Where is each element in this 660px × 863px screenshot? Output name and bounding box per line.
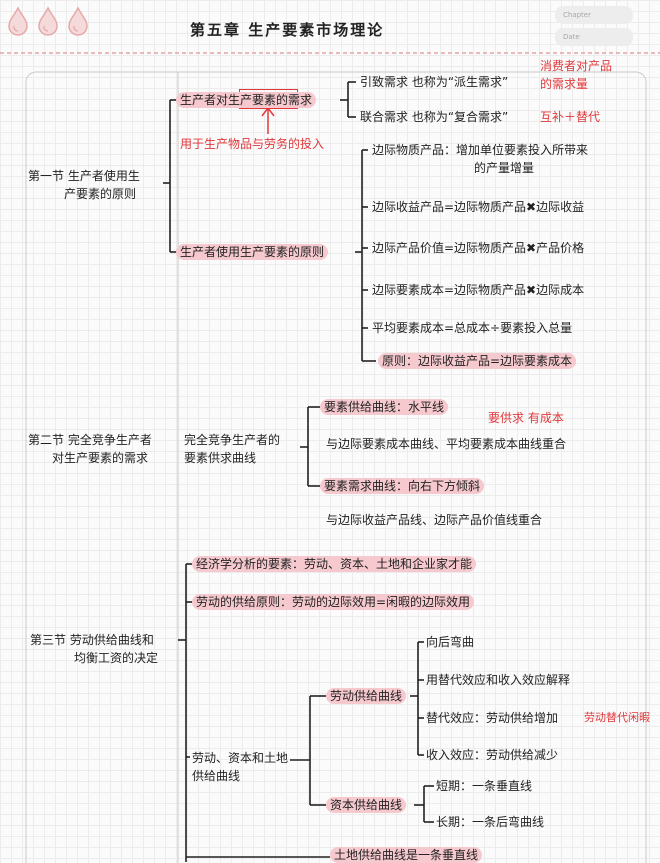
drop-icon xyxy=(38,6,58,36)
node-backward: 向后弯曲 xyxy=(426,635,475,649)
node-usage-principle: 生产者使用生产要素的原则 xyxy=(176,244,329,260)
node-mpp-line2: 的产量增量 xyxy=(474,161,535,175)
note-joint: 互补＋替代 xyxy=(540,110,601,124)
section-3-title: 第三节 劳动供给曲线和 xyxy=(30,633,154,647)
node-labor-principle: 劳动的供给原则：劳动的边际效用=闲暇的边际效用 xyxy=(192,594,475,610)
node-substitution: 替代效应：劳动供给增加 xyxy=(426,711,559,725)
node-joint-demand: 联合需求 也称为“复合需求” xyxy=(360,110,509,124)
node-demand-curve: 要素需求曲线：向右下方倾斜 xyxy=(320,478,485,494)
node-mpp: 边际物质产品：增加单位要素投入所带来 xyxy=(372,143,589,157)
node-mrp: 边际收益产品=边际物质产品✖边际收益 xyxy=(372,200,585,214)
section-1-title: 第一节 生产者使用生 xyxy=(28,169,140,183)
node-explain: 用替代效应和收入效应解释 xyxy=(426,673,571,687)
date-field[interactable]: Date xyxy=(555,28,633,46)
chapter-field[interactable]: Chapter xyxy=(555,6,633,24)
node-supply-demand-curves: 完全竞争生产者的 xyxy=(184,433,281,447)
node-producer-demand: 生产者对生产要素的需求 xyxy=(176,92,317,108)
node-demand-coincide: 与边际收益产品线、边际产品价值线重合 xyxy=(326,513,543,527)
note-substitution: 劳动替代闲暇 xyxy=(584,711,650,724)
node-derived-demand: 引致需求 也称为“派生需求” xyxy=(360,75,509,89)
node-supply-demand-curves-line2: 要素供求曲线 xyxy=(184,451,257,465)
section-2-title-line2: 对生产要素的需求 xyxy=(52,451,149,465)
note-supply: 要供求 有成本 xyxy=(488,411,564,425)
node-income: 收入效应：劳动供给减少 xyxy=(426,748,559,762)
node-supply-curve: 要素供给曲线：水平线 xyxy=(320,399,449,415)
node-short-run: 短期：一条垂直线 xyxy=(436,779,533,793)
node-labor-curve: 劳动供给曲线 xyxy=(326,688,407,704)
node-supply-curves-line2: 供给曲线 xyxy=(192,769,241,783)
node-supply-coincide: 与边际要素成本曲线、平均要素成本曲线重合 xyxy=(326,437,567,451)
node-supply-curves: 劳动、资本和土地 xyxy=(192,751,289,765)
section-1-title-line2: 产要素的原则 xyxy=(64,187,137,201)
note-input: 用于生产物品与劳务的投入 xyxy=(180,137,325,151)
note-consumer-demand-line2: 的需求量 xyxy=(540,77,589,91)
drop-icon xyxy=(8,6,28,36)
node-mfc: 边际要素成本=边际物质产品✖边际成本 xyxy=(372,283,585,297)
node-capital-curve: 资本供给曲线 xyxy=(326,797,407,813)
node-rule: 原则：边际收益产品=边际要素成本 xyxy=(378,353,577,369)
node-vmp: 边际产品价值=边际物质产品✖产品价格 xyxy=(372,241,585,255)
node-long-run: 长期：一条后弯曲线 xyxy=(436,815,545,829)
node-afc: 平均要素成本=总成本÷要素投入总量 xyxy=(372,321,573,335)
section-3-title-line2: 均衡工资的决定 xyxy=(74,651,159,665)
page-title: 第五章 生产要素市场理论 xyxy=(190,21,385,39)
drop-icon xyxy=(68,6,88,36)
node-factors: 经济学分析的要素：劳动、资本、土地和企业家才能 xyxy=(192,556,477,572)
node-land-curve: 土地供给曲线是一条垂直线 xyxy=(330,847,483,863)
section-2-title: 第二节 完全竞争生产者 xyxy=(28,433,152,447)
note-consumer-demand: 消费者对产品 xyxy=(540,59,613,73)
